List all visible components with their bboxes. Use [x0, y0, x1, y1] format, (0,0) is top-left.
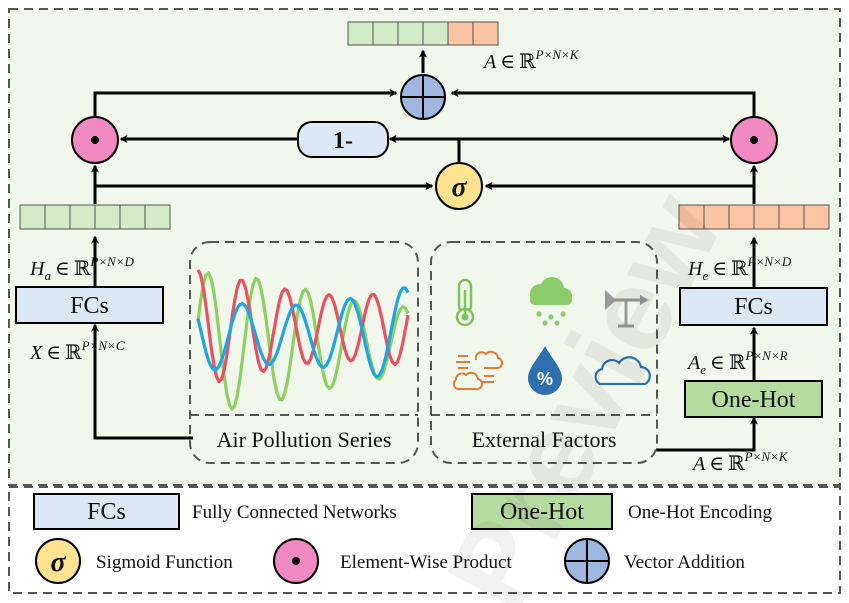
- cloud-icon: [594, 356, 651, 386]
- legend-addition-text: Vector Addition: [624, 552, 745, 573]
- legend-fcs-text: Fully Connected Networks: [192, 502, 397, 523]
- legend-product-text: Element-Wise Product: [340, 552, 512, 573]
- output-vector: [347, 21, 499, 46]
- sigmoid-node: σ: [435, 162, 483, 210]
- left-hidden-formula: Ha∈ℝP×N×D: [29, 254, 135, 283]
- external-formula: A∈ℝP×N×K: [691, 449, 789, 475]
- external-factors-panel: External Factors: [430, 241, 658, 464]
- svg-text:FCs: FCs: [70, 293, 109, 319]
- left-fcs-block: FCs: [15, 286, 164, 324]
- legend-sigmoid-text: Sigmoid Function: [96, 552, 233, 573]
- air-pollution-panel: Air Pollution Series: [189, 241, 419, 464]
- legend: FCs Fully Connected Networks One-Hot One…: [33, 493, 773, 584]
- svg-text:1-: 1-: [333, 128, 353, 154]
- svg-text:FCs: FCs: [734, 294, 773, 320]
- one-minus-block: 1-: [297, 121, 389, 158]
- svg-text:%: %: [537, 369, 553, 389]
- right-hidden-vector: [678, 204, 830, 230]
- humidity-drop-icon: %: [528, 346, 562, 395]
- pollution-series-line: [196, 286, 410, 379]
- svg-text:One-Hot: One-Hot: [712, 387, 796, 413]
- input-formula: X∈ℝP×N×C: [29, 338, 125, 364]
- svg-text:σ: σ: [451, 172, 467, 203]
- top-formula: A∈ℝP×N×K: [482, 47, 580, 73]
- one-hot-block: One-Hot: [684, 380, 823, 418]
- external-factors-title: External Factors: [472, 427, 617, 452]
- legend-addition-symbol: [564, 538, 610, 584]
- wind-sun-icon: [452, 350, 504, 391]
- pollution-series-plot: [196, 269, 410, 411]
- legend-onehot-symbol: One-Hot: [471, 493, 613, 530]
- legend-sigmoid-symbol: σ: [35, 538, 81, 584]
- vector-addition-node: [400, 74, 446, 120]
- left-hidden-vector: [19, 204, 171, 230]
- svg-text:One-Hot: One-Hot: [500, 499, 584, 525]
- air-pollution-title: Air Pollution Series: [217, 427, 392, 452]
- right-fcs-block: FCs: [679, 287, 828, 326]
- thermometer-icon: [455, 278, 475, 327]
- legend-onehot-text: One-Hot Encoding: [628, 502, 773, 523]
- encoded-formula: Ae∈ℝP×N×R: [686, 348, 788, 377]
- svg-text:FCs: FCs: [87, 499, 126, 525]
- right-hidden-formula: He∈ℝP×N×D: [687, 254, 792, 283]
- legend-fcs-symbol: FCs: [33, 493, 180, 530]
- right-product-node: [730, 116, 778, 164]
- left-product-node: [71, 116, 119, 164]
- pollution-series-line: [196, 269, 410, 384]
- connections: [91, 49, 758, 452]
- wind-vane-icon: [605, 290, 649, 328]
- rain-cloud-icon: [530, 277, 572, 326]
- legend-product-symbol: [273, 538, 319, 584]
- svg-text:σ: σ: [50, 547, 66, 578]
